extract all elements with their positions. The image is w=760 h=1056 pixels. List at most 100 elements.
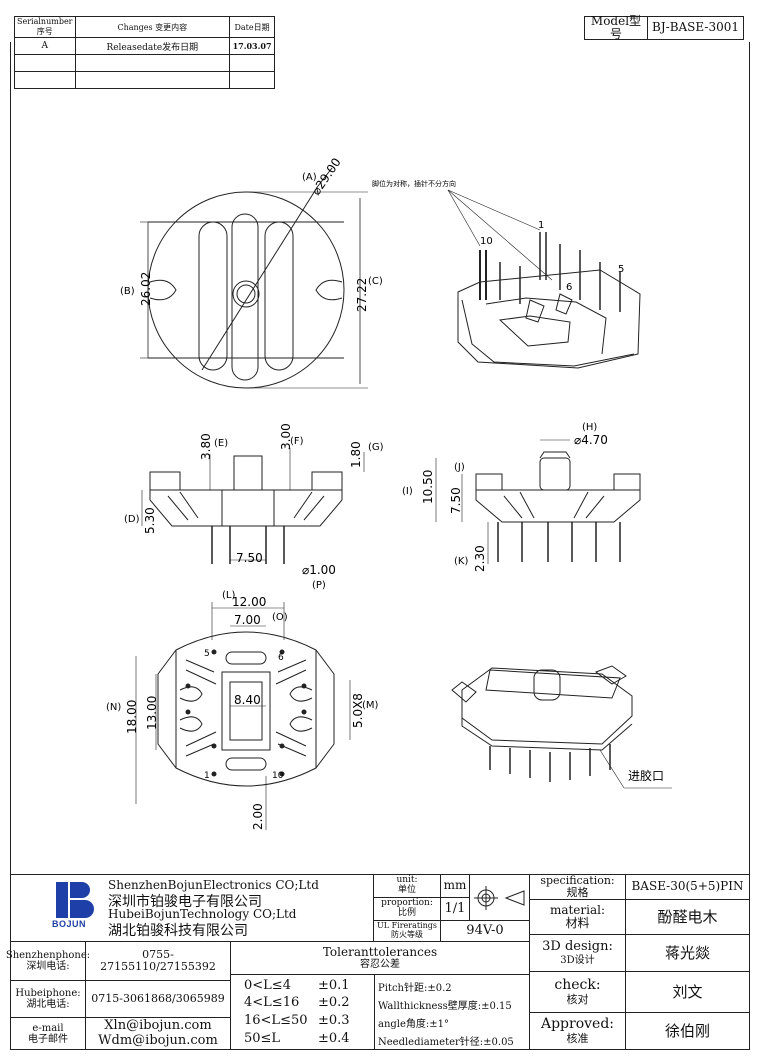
approved-value: 徐伯刚 xyxy=(625,1012,750,1050)
email-value-1: Xln@ibojun.com xyxy=(104,1018,212,1034)
table-row xyxy=(14,54,275,72)
ul-label-cn: 防火等级 xyxy=(391,930,423,939)
revision-table: Serialnumber序号 Changes 变更内容 Date日期 A Rel… xyxy=(14,16,275,89)
tolerance-title-cell: Toleranttolerances 容忍公差 xyxy=(230,941,530,975)
tolerance-value: ±0.4 xyxy=(318,1031,350,1046)
approved-label: Approved: xyxy=(540,1016,615,1033)
shenzhen-phone-label-cell: Shenzhenphone: 深圳电话: xyxy=(6,941,90,981)
unit-label-cell: unit: 单位 xyxy=(373,874,441,898)
spec-label-cell: specification: 规格 xyxy=(529,874,626,900)
label-E: (E) xyxy=(214,438,228,449)
label-A: (A) xyxy=(302,172,317,183)
email-value-2: Wdm@ibojun.com xyxy=(98,1032,218,1048)
label-J: (J) xyxy=(454,462,465,473)
tolerance-range: 4<L≤16 xyxy=(244,995,300,1010)
approved-label-cn: 核准 xyxy=(566,1031,589,1045)
tolerance-notes xyxy=(374,974,530,1050)
proportion-label-cn: 比例 xyxy=(397,908,416,918)
company-en-2: HubeiBojunTechnology CO;Ltd xyxy=(108,907,297,921)
tolerance-title: Toleranttolerances xyxy=(322,944,438,959)
bottom-pin-5: 5 xyxy=(204,649,210,659)
ul-value: 94V-0 xyxy=(440,920,530,942)
dim-J: 7.50 xyxy=(449,487,463,514)
bottom-pin-6: 6 xyxy=(278,653,284,663)
dim-G: 1.80 xyxy=(349,441,363,468)
design-label-cell: 3D design: 3D设计 xyxy=(529,934,626,972)
design-label: 3D design: xyxy=(542,939,613,955)
material-value: 酚醛电木 xyxy=(625,899,750,935)
dim-pin-diameter: ⌀1.00 xyxy=(302,563,336,577)
dim-pin-spacing: 7.50 xyxy=(236,551,263,565)
label-N: (N) xyxy=(106,702,121,713)
model-value: BJ-BASE-3001 xyxy=(647,16,744,40)
tolerance-range: 0<L≤4 xyxy=(244,978,291,993)
company-cn-1: 深圳市铂骏电子有限公司 xyxy=(108,894,262,910)
ul-label-cell: UL Fireratings 防火等级 xyxy=(373,920,441,942)
rev-cell xyxy=(229,71,275,89)
label-L: (L) xyxy=(222,590,235,601)
dim-L: 12.00 xyxy=(232,595,266,609)
gate-label: 进胶口 xyxy=(628,768,664,783)
label-B: (B) xyxy=(120,286,135,297)
proportion-label-cell: proportion: 比例 xyxy=(373,897,441,921)
email-label-cn: 电子邮件 xyxy=(28,1033,68,1045)
tolerance-value: ±0.2 xyxy=(318,995,350,1010)
tolerance-value: ±0.1 xyxy=(318,978,350,993)
pin-label-1: 1 xyxy=(538,220,544,231)
email-label-cell: e-mail 电子邮件 xyxy=(10,1017,86,1050)
label-M: (M) xyxy=(362,700,379,711)
technical-drawing: (A) ⌀29.00 (B) 26.02 (C) 27.22 脚位为对称，插针不… xyxy=(106,155,672,830)
spec-label: specification: xyxy=(540,873,615,887)
unit-label-cn: 单位 xyxy=(397,885,416,895)
dim-E: 3.80 xyxy=(199,433,213,460)
spec-value: BASE-30(5+5)PIN xyxy=(625,874,750,900)
label-D: (D) xyxy=(124,514,140,525)
dim-O: 7.00 xyxy=(234,613,261,627)
dim-B: 26.02 xyxy=(139,272,153,306)
tolerance-range: 16<L≤50 xyxy=(244,1013,308,1028)
label-H: (H) xyxy=(582,422,597,433)
pin-label-10: 10 xyxy=(480,236,493,247)
projection-symbol-icon xyxy=(474,886,525,910)
dim-M: 5.0X8 xyxy=(351,693,365,728)
bottom-pin-1: 1 xyxy=(204,771,210,781)
tolerance-range: 50≤L xyxy=(244,1031,281,1046)
label-F: (F) xyxy=(290,436,304,447)
drawing-frame xyxy=(10,42,750,874)
material-label-cn: 材料 xyxy=(565,916,590,930)
label-O: (O) xyxy=(272,612,288,623)
dim-D: 5.30 xyxy=(143,507,157,534)
label-C: (C) xyxy=(368,276,383,287)
ul-label: UL Fireratings xyxy=(376,921,437,931)
approved-label-cell: Approved: 核准 xyxy=(529,1012,626,1050)
company-cn-2: 湖北铂骏科技有限公司 xyxy=(108,923,248,939)
label-I: (I) xyxy=(402,486,413,497)
company-logo: BOJUN xyxy=(52,882,96,932)
tolerance-title-cn: 容忍公差 xyxy=(360,959,400,971)
dim-H: ⌀4.70 xyxy=(574,433,608,447)
dim-C: 27.22 xyxy=(355,278,369,312)
check-label-cell: check: 核对 xyxy=(529,971,626,1013)
check-value: 刘文 xyxy=(625,971,750,1013)
material-label-cell: material: 材料 xyxy=(529,899,626,935)
tolerance-value: ±0.3 xyxy=(318,1013,350,1028)
shenzhen-phone-label-cn: 深圳电话: xyxy=(26,961,70,972)
hubei-phone-label-cell: Hubeiphone: 湖北电话: xyxy=(10,980,86,1018)
table-row xyxy=(14,71,275,89)
shenzhen-phone-value: 0755-27155110/27155392 xyxy=(85,941,231,981)
unit-value: mm xyxy=(440,874,470,898)
shenzhen-phone-label: Shenzhenphone: xyxy=(5,950,91,961)
dim-N: 18.00 xyxy=(125,700,139,734)
company-en-1: ShenzhenBojunElectronics CO;Ltd xyxy=(108,878,319,892)
check-label: check: xyxy=(554,977,601,994)
dim-8-40: 8.40 xyxy=(234,693,261,707)
label-G: (G) xyxy=(368,442,384,453)
proportion-value: 1/1 xyxy=(440,897,470,921)
dim-13: 13.00 xyxy=(145,696,159,730)
bottom-pin-10: 10 xyxy=(272,771,284,781)
pin-label-6: 6 xyxy=(566,282,572,293)
spec-label-cn: 规格 xyxy=(566,886,589,899)
proportion-label: proportion: xyxy=(381,898,433,909)
design-label-cn: 3D设计 xyxy=(560,954,595,966)
unit-label: unit: xyxy=(396,875,418,886)
